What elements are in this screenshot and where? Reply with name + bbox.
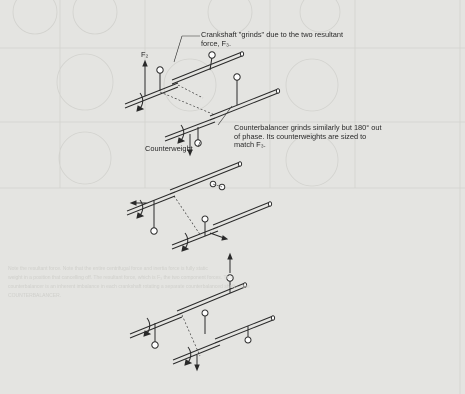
crankshaft-counterweight-left — [156, 66, 164, 74]
bleed-through-line-4: COUNTERBALANCER. — [8, 293, 62, 299]
counterbalancer-right-shaft — [209, 88, 279, 117]
crankshaft-note: Crankshaft "grinds" due to the two resul… — [201, 30, 401, 48]
f2-label: F₂ — [141, 50, 149, 59]
crankshaft-note-line-1: Crankshaft "grinds" due to the two resul… — [201, 30, 344, 39]
counterbalancer-note-line-3: match F₃. — [234, 140, 266, 150]
counterbalancer-note-line-2: of phase. Its counterweights are sized t… — [234, 131, 367, 141]
assembly-middle — [126, 161, 273, 252]
crankshaft-note-line-2: force, F₃. — [201, 38, 232, 48]
assembly-bottom — [129, 252, 276, 372]
crankshaft-left-shaft — [124, 82, 179, 105]
bleed-through-line-1: Note the resultant force. Note that the … — [8, 266, 208, 272]
bleed-through-line-3: counterbalancer is an inherent imbalance… — [8, 284, 250, 290]
bleed-through-line-2: weight in a position that cancelling off… — [8, 275, 233, 281]
counterweight-label: Counterweight — [145, 144, 193, 153]
counterbalancer-note-line-1: Counterbalancer grinds similarly but 180… — [234, 123, 382, 132]
crankshaft-right-shaft — [171, 51, 243, 81]
counterbalancer-note: Counterbalancer grinds similarly but 180… — [234, 123, 434, 150]
crankshaft-counterweight-right — [208, 51, 216, 59]
counterbalancer-counterweight-left — [194, 139, 202, 147]
counterbalancer-left-shaft — [164, 117, 216, 138]
assembly-top — [124, 35, 281, 157]
counterbalancer-counterweight-right — [233, 73, 241, 81]
